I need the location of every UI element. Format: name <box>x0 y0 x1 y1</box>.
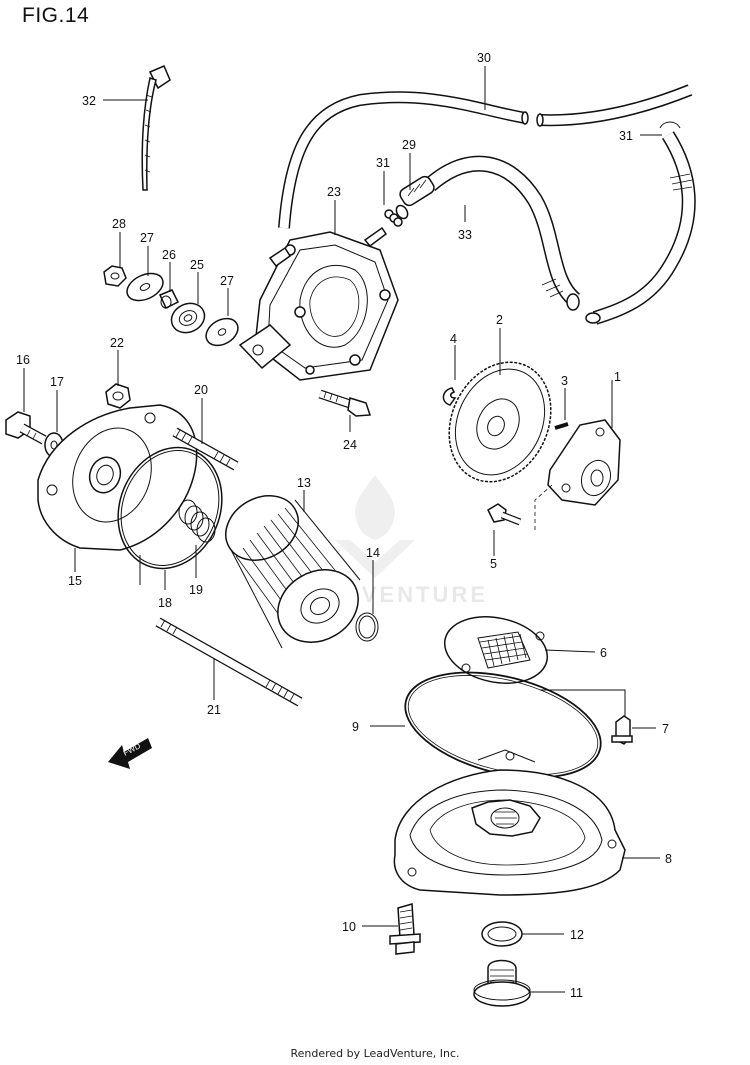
stud-20 <box>172 427 239 471</box>
callout-9: 9 <box>352 720 359 734</box>
circlip-4 <box>442 387 457 406</box>
bolt-5 <box>487 503 522 526</box>
footer-credit: Rendered by LeadVenture, Inc. <box>290 1047 460 1060</box>
nut-22 <box>105 383 131 409</box>
callout-28: 28 <box>112 217 126 231</box>
bolt-16 <box>5 411 47 445</box>
callout-5: 5 <box>490 557 497 571</box>
oil-pan-8 <box>393 749 626 896</box>
washer-27b <box>205 317 239 347</box>
oil-filter-13 <box>225 495 361 649</box>
nut-28 <box>103 265 127 287</box>
strainer-6 <box>443 616 549 684</box>
grommet-25 <box>170 302 206 334</box>
washer-27a <box>126 272 164 302</box>
callout-10: 10 <box>342 920 356 934</box>
pin-3 <box>554 422 569 430</box>
callout-15: 15 <box>68 574 82 588</box>
bolt-7 <box>611 715 633 745</box>
callout-23: 23 <box>327 185 341 199</box>
callout-31a: 31 <box>376 156 390 170</box>
callout-31b: 31 <box>619 129 633 143</box>
callout-7: 7 <box>662 722 669 736</box>
fwd-arrow: FWD <box>108 738 152 769</box>
callout-27b: 27 <box>220 274 234 288</box>
callout-25: 25 <box>190 258 204 272</box>
callout-numbers: 1 2 3 4 5 6 7 8 9 10 11 12 13 14 15 16 1… <box>16 51 672 1000</box>
bolt-10 <box>389 903 421 955</box>
filter-cover-15 <box>37 404 198 551</box>
callout-17: 17 <box>50 375 64 389</box>
callout-19: 19 <box>189 583 203 597</box>
spring-19 <box>178 499 216 543</box>
o-ring-14 <box>355 612 379 642</box>
callout-32: 32 <box>82 94 96 108</box>
callout-4: 4 <box>450 332 457 346</box>
leader-lines <box>23 66 662 993</box>
oil-pump-1 <box>547 419 621 506</box>
callout-6: 6 <box>600 646 607 660</box>
hose-31 <box>585 121 696 325</box>
callout-30: 30 <box>477 51 491 65</box>
clip-31 <box>384 209 403 227</box>
figure-title: FIG.14 <box>22 4 90 27</box>
callout-27a: 27 <box>140 231 154 245</box>
hose-33 <box>424 155 581 311</box>
callout-3: 3 <box>561 374 568 388</box>
drain-plug-11 <box>473 959 531 1007</box>
callout-12: 12 <box>570 928 584 942</box>
bolt-5-guide <box>534 484 553 530</box>
callout-8: 8 <box>665 852 672 866</box>
callout-16: 16 <box>16 353 30 367</box>
callout-29: 29 <box>402 138 416 152</box>
collar-26 <box>158 289 180 310</box>
stud-21 <box>155 617 303 707</box>
hose-29 <box>395 175 435 220</box>
fuel-pump-23 <box>238 226 399 381</box>
bolt-24 <box>318 389 372 417</box>
gasket-12 <box>481 921 523 947</box>
callout-13: 13 <box>297 476 311 490</box>
o-ring-18 <box>117 446 223 570</box>
callout-26: 26 <box>162 248 176 262</box>
callout-21: 21 <box>207 703 221 717</box>
callout-2: 2 <box>496 313 503 327</box>
callout-33: 33 <box>458 228 472 242</box>
gear-2 <box>448 361 552 483</box>
callout-1: 1 <box>614 370 621 384</box>
hose-30 <box>278 84 693 229</box>
tie-band-32 <box>141 65 171 191</box>
callout-20: 20 <box>194 383 208 397</box>
callout-11: 11 <box>570 986 583 1000</box>
callout-14: 14 <box>366 546 380 560</box>
callout-18: 18 <box>158 596 172 610</box>
callout-24: 24 <box>343 438 357 452</box>
callout-22: 22 <box>110 336 124 350</box>
